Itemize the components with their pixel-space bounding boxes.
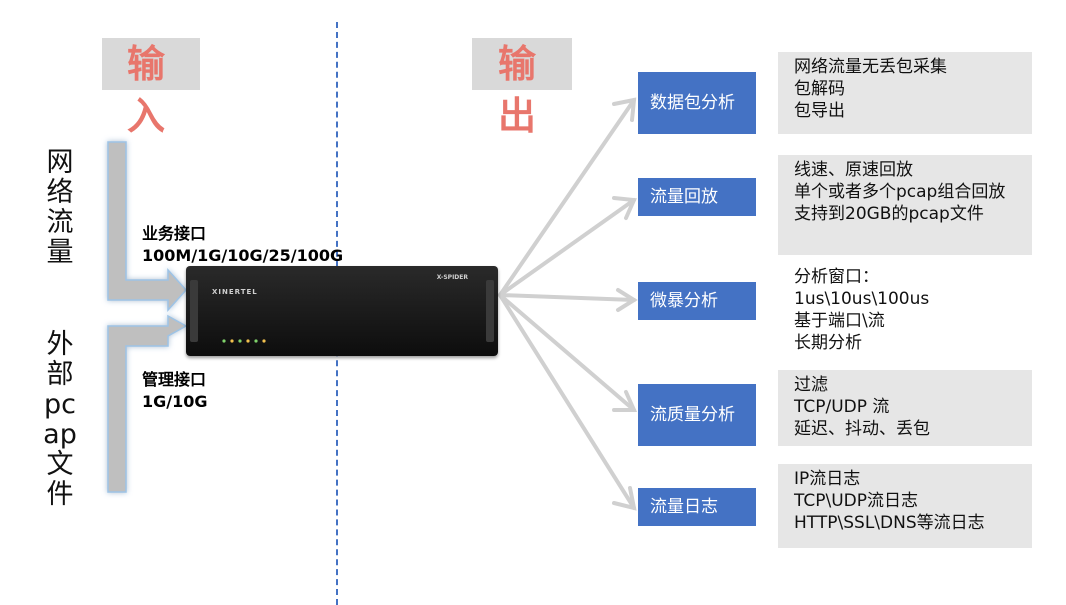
device-leds-icon [222, 339, 266, 343]
detail-line: TCP/UDP 流 [794, 397, 890, 417]
output-packet-analysis: 数据包分析 [638, 72, 756, 134]
detail-line: IP流日志 [794, 469, 861, 489]
output-microburst-analysis: 微暴分析 [638, 282, 756, 320]
output-traffic-logs: 流量日志 [638, 488, 756, 526]
output-fan-arrows [498, 97, 638, 511]
detail-line: 过滤 [794, 375, 828, 395]
details-microburst-analysis: 分析窗口： 1us\10us\100us 基于端口\流 长期分析 [778, 266, 1032, 354]
detail-line: TCP\UDP流日志 [794, 491, 919, 511]
management-interface-speed: 1G/10G [142, 392, 208, 411]
detail-line: HTTP\SSL\DNS等流日志 [794, 513, 985, 533]
device-brand: XINERTEL [212, 288, 258, 296]
service-interface-title: 业务接口 [142, 224, 207, 243]
output-flow-quality-analysis: 流质量分析 [638, 384, 756, 446]
detail-line: 单个或者多个pcap组合回放 [794, 182, 1006, 202]
device-right-ear [486, 280, 494, 342]
output-label: 流质量分析 [650, 405, 735, 425]
output-heading: 输 出 [472, 38, 572, 138]
detail-line: 延迟、抖动、丢包 [794, 419, 930, 439]
detail-line: 网络流量无丢包采集 [794, 57, 947, 77]
x-spider-device: XINERTEL X-SPIDER [186, 266, 498, 356]
details-traffic-replay: 线速、原速回放 单个或者多个pcap组合回放 支持到20GB的pcap文件 [778, 155, 1032, 255]
output-label: 流量日志 [650, 497, 718, 517]
detail-line: 包解码 [794, 79, 845, 99]
detail-line: 基于端口\流 [794, 311, 885, 331]
pcap-file-arrow [107, 314, 188, 493]
details-traffic-logs: IP流日志 TCP\UDP流日志 HTTP\SSL\DNS等流日志 [778, 464, 1032, 548]
input-heading: 输 入 [102, 38, 200, 138]
detail-line: 包导出 [794, 101, 845, 121]
management-interface-title: 管理接口 [142, 370, 207, 389]
detail-line: 线速、原速回放 [794, 160, 913, 180]
external-pcap-label: 外部pcap文件 [43, 329, 77, 510]
details-flow-quality-analysis: 过滤 TCP/UDP 流 延迟、抖动、丢包 [778, 370, 1032, 446]
output-label: 流量回放 [650, 187, 718, 207]
network-traffic-arrow [107, 141, 188, 312]
device-model: X-SPIDER [436, 274, 468, 281]
detail-line: 分析窗口： [794, 267, 879, 287]
output-label: 微暴分析 [650, 291, 718, 311]
output-traffic-replay: 流量回放 [638, 178, 756, 216]
device-left-ear [190, 280, 198, 342]
detail-line: 1us\10us\100us [794, 289, 930, 309]
network-traffic-label: 网络流量 [46, 147, 74, 268]
detail-line: 支持到20GB的pcap文件 [794, 204, 984, 224]
details-packet-analysis: 网络流量无丢包采集 包解码 包导出 [778, 52, 1032, 134]
detail-line: 长期分析 [794, 333, 862, 353]
service-interface-speed: 100M/1G/10G/25/100G [142, 246, 344, 265]
output-label: 数据包分析 [650, 93, 735, 113]
